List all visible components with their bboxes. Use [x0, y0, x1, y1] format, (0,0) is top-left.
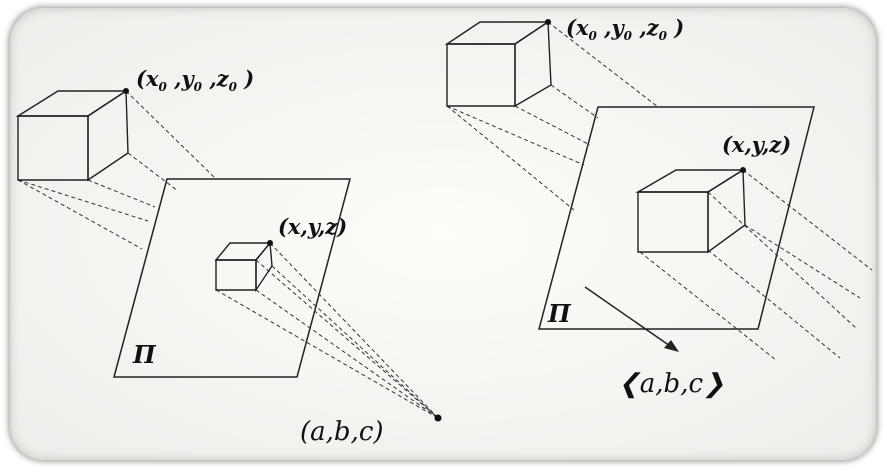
center-of-projection-label: (a,b,c) [300, 417, 384, 447]
right-source-projectors [446, 21, 659, 211]
right-image-cube [635, 167, 746, 254]
right-plane [538, 106, 815, 330]
left-source-projectors [17, 90, 217, 250]
left-image-label: (x,y,z) [278, 214, 347, 239]
left-center-projectors [215, 242, 439, 419]
direction-arrow [584, 286, 679, 352]
left-source-label: (x0 ,y0 ,z0 ) [136, 66, 254, 94]
left-plane [113, 178, 351, 378]
center-of-projection-point [434, 414, 442, 422]
direction-vector-label: ❮a,b,c❯ [618, 369, 725, 399]
right-plane-label: Π [547, 299, 572, 328]
right-source-label: (x0 ,y0 ,z0 ) [566, 15, 684, 43]
left-image-cube [214, 240, 273, 293]
left-source-cube [15, 88, 129, 182]
right-source-cube [444, 19, 552, 108]
left-panel: (x0 ,y0 ,z0 ) (x,y,z) Π (a,b,c) [15, 66, 442, 447]
right-image-projectors [639, 169, 873, 361]
left-plane-label: Π [132, 340, 157, 369]
right-panel: (x0 ,y0 ,z0 ) (x,y,z) Π ❮a,b,c❯ [444, 15, 873, 399]
right-image-label: (x,y,z) [722, 132, 791, 157]
